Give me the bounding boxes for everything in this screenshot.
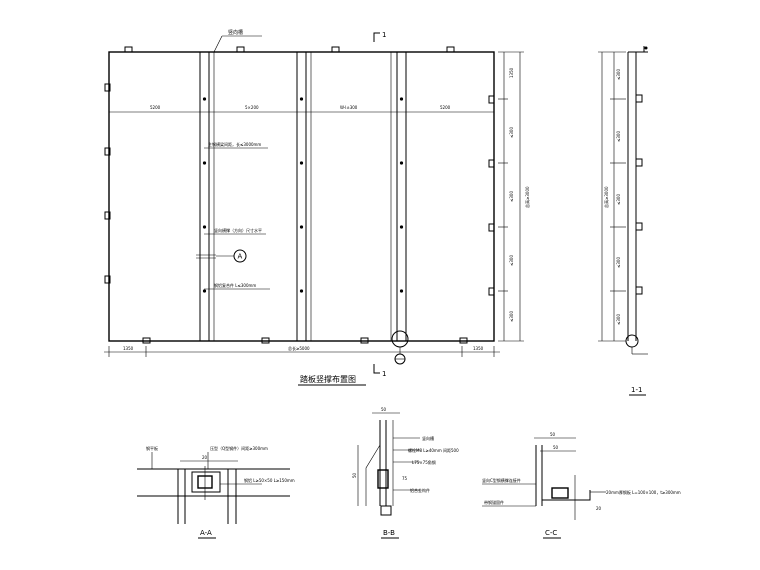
dim-right-2: ≤300 [509,127,514,138]
marker-a-text: A [238,253,243,261]
section-dim-5: ≤300 [616,314,621,325]
section-dim-4: ≤300 [616,257,621,268]
aa-dim-1: 20 [202,455,208,460]
dim-right-5: ≤300 [509,311,514,322]
cc-note-3: 20mm厚钢板 L=100×100，t≥300mm [606,489,681,495]
top-clips [124,46,455,53]
detail-marker-a: A [196,249,247,263]
cc-dim-1: 50 [550,432,556,437]
top-label: 竖向槽 [228,29,243,36]
dim-top-4: 5200 [440,105,451,110]
dim-top-2: 5×200 [245,105,259,110]
cc-label: C-C [545,529,557,537]
right-clips [488,95,495,296]
plan-outer-frame [108,51,495,342]
bb-dim-3: 75 [402,476,408,481]
post-3 [396,51,407,342]
bb-dim-1: 50 [381,407,387,412]
cc-dim-3: 20 [596,506,602,511]
post-2 [296,51,307,342]
dim-bottom-3: 1350 [473,346,484,351]
dim-right-total: 总高≥3000 [524,186,530,208]
dim-bottom-1: 1350 [123,346,134,351]
dim-top-1: 5200 [150,105,161,110]
callout-3: 钢铝复合件 L≤300mm [214,282,256,288]
bb-note-1: 竖向槽 [422,435,434,441]
bb-note-2: 螺栓M8 L≥40mm 间距500 [408,447,459,453]
dim-right-4: ≤300 [509,255,514,266]
bb-note-4: 铝合金构件 [410,487,430,493]
bolt-dots [202,97,404,293]
bottom-clips [142,337,468,344]
plan-title: 踏板竖撑布置图 [300,374,356,384]
aa-note-1: 钢平板 [146,445,158,451]
aa-note-3: 钢铝 L≥50×50 L≥150mm [244,477,295,483]
callout-1: 主钢横梁间距，长≤3000mm [208,141,261,147]
section-1-1: 总高≥3000 ≤300 ≤300 ≤300 ≤300 ≤300 1-1 [598,46,648,396]
bb-dim-2: 50 [352,472,357,478]
bottom-dimension: 1350 总长≥5000 1350 [104,345,500,357]
detail-b-b: 50 50 75 竖向槽 螺栓M8 L≥40mm 间距500 L75×75角钢 … [352,407,459,539]
right-dimension: 1350 ≤300 ≤300 ≤300 ≤300 总高≥3000 [498,51,530,342]
section-dim-total: 总高≥3000 [603,186,609,208]
cc-note-2: 带钢锚固件 [484,499,504,505]
cc-note-1: 竖向C型钢横撑连接件 [482,477,521,483]
aa-note-2: 压型（Q型钢件）间距≥300mm [210,445,268,451]
dim-top-3: W-l±300 [340,105,358,110]
section-1-label: 1-1 [631,386,642,394]
section-mark-top: 1 [373,31,386,42]
callout-2: 竖向横撑（方向）尺寸水平 [214,227,262,233]
section-dim-3: ≤300 [616,194,621,205]
aa-label: A-A [200,529,212,537]
plan-view: 竖向槽 1 1 5200 5×200 W-l±300 5200 主钢横梁间距，长… [104,29,530,386]
dim-right-1: 1350 [509,67,514,78]
left-clips [104,83,111,284]
bb-note-3: L75×75角钢 [412,459,436,465]
cc-dim-2: 50 [553,445,559,450]
section-mark-text-bottom: 1 [382,370,386,378]
detail-marker-c [391,330,409,365]
dim-right-3: ≤300 [509,191,514,202]
section-mark-bottom: 1 [373,364,386,378]
section-dim-2: ≤300 [616,131,621,142]
dim-bottom-2: 总长≥5000 [288,345,310,351]
vertical-posts [199,51,407,342]
bb-label: B-B [383,529,395,537]
post-1 [199,51,210,342]
section-dim-1: ≤300 [616,69,621,80]
detail-a-a: 20 钢平板 压型（Q型钢件）间距≥300mm 钢铝 L≥50×50 L≥150… [137,445,295,539]
detail-c-c: 50 50 20 竖向C型钢横撑连接件 带钢锚固件 20mm厚钢板 L=100×… [482,432,681,539]
section-mark-text-top: 1 [382,31,386,39]
